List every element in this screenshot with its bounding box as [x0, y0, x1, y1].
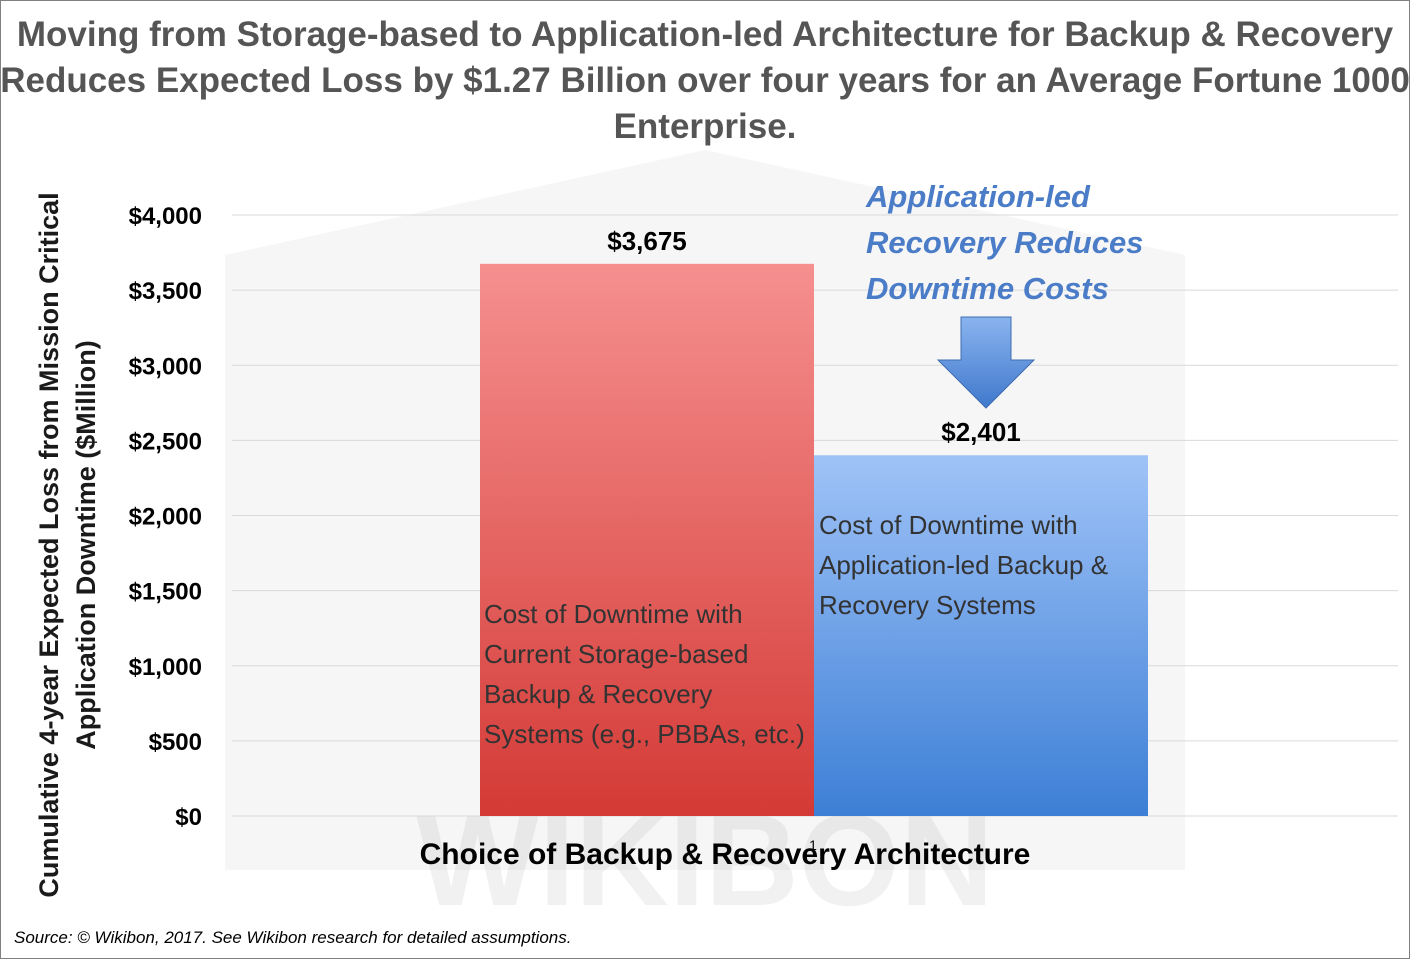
data-label: $2,401	[941, 417, 1021, 447]
x-axis-label: Choice of Backup & Recovery Architecture	[419, 838, 1031, 871]
y-axis-label: Cumulative 4-year Expected Loss from Mis…	[34, 192, 101, 898]
y-tick-label: $2,000	[129, 504, 202, 531]
callout-annotation: Application-led Recovery Reduces Downtim…	[866, 179, 1144, 306]
y-tick-label: $1,500	[129, 579, 202, 606]
chart-title: Moving from Storage-based to Application…	[0, 15, 1410, 146]
down-arrow-icon	[936, 316, 1036, 409]
y-tick-label: $1,000	[129, 654, 202, 681]
y-tick-label: $500	[149, 729, 202, 756]
bar-text-application: Cost of Downtime with Application-led Ba…	[819, 510, 1109, 620]
y-tick-label: $3,000	[129, 353, 202, 380]
source-note: Source: © Wikibon, 2017. See Wikibon res…	[14, 928, 572, 947]
bar-text-storage: Cost of Downtime with Current Storage-ba…	[484, 599, 805, 749]
y-tick-label: $3,500	[129, 278, 202, 305]
y-tick-label: $0	[175, 804, 202, 831]
bar-application-led	[814, 455, 1148, 816]
x-tick-label: 1	[809, 837, 817, 853]
y-tick-label: $2,500	[129, 428, 202, 455]
y-tick-label: $4,000	[129, 203, 202, 230]
bar-storage-based	[480, 263, 814, 816]
data-label: $3,675	[607, 226, 687, 256]
